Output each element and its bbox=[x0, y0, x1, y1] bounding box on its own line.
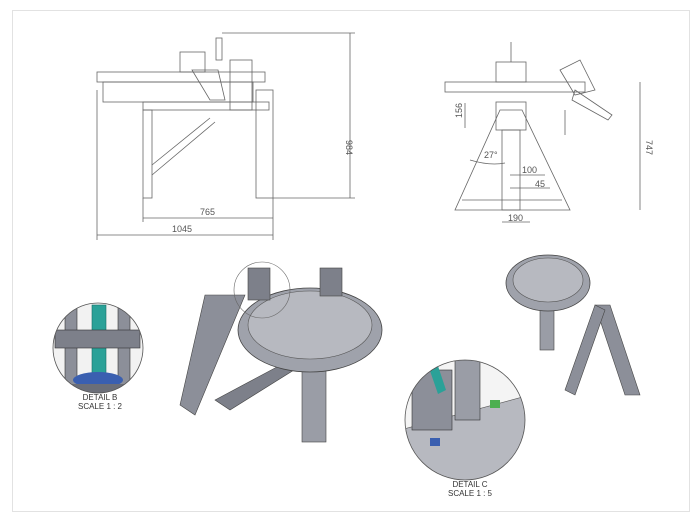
detail-b-title: DETAIL B bbox=[82, 393, 118, 402]
detail-b-view bbox=[52, 302, 144, 394]
dimension-lines bbox=[96, 32, 355, 240]
drawing-sheet-border bbox=[12, 10, 690, 512]
dim-156: 156 bbox=[454, 103, 464, 118]
dim-1045: 1045 bbox=[172, 224, 192, 234]
dimension-lines bbox=[464, 82, 641, 223]
detail-c-label: DETAIL C SCALE 1 : 5 bbox=[430, 480, 510, 498]
detail-c-scale: SCALE 1 : 5 bbox=[447, 489, 493, 498]
front-view bbox=[96, 32, 355, 240]
dim-765: 765 bbox=[200, 207, 215, 217]
dim-angle-27: 27° bbox=[484, 150, 498, 160]
side-view bbox=[444, 42, 641, 223]
dim-190: 190 bbox=[508, 213, 523, 223]
detail-b-label: DETAIL B SCALE 1 : 2 bbox=[60, 393, 140, 411]
dim-100: 100 bbox=[522, 165, 537, 175]
dim-45: 45 bbox=[535, 179, 545, 189]
detail-c-view bbox=[404, 359, 526, 481]
isometric-view-small bbox=[505, 254, 641, 396]
dim-747: 747 bbox=[644, 140, 654, 155]
isometric-view-main bbox=[179, 261, 383, 443]
detail-c-title: DETAIL C bbox=[452, 480, 488, 489]
detail-b-scale: SCALE 1 : 2 bbox=[77, 402, 123, 411]
dim-984: 984 bbox=[344, 140, 354, 155]
